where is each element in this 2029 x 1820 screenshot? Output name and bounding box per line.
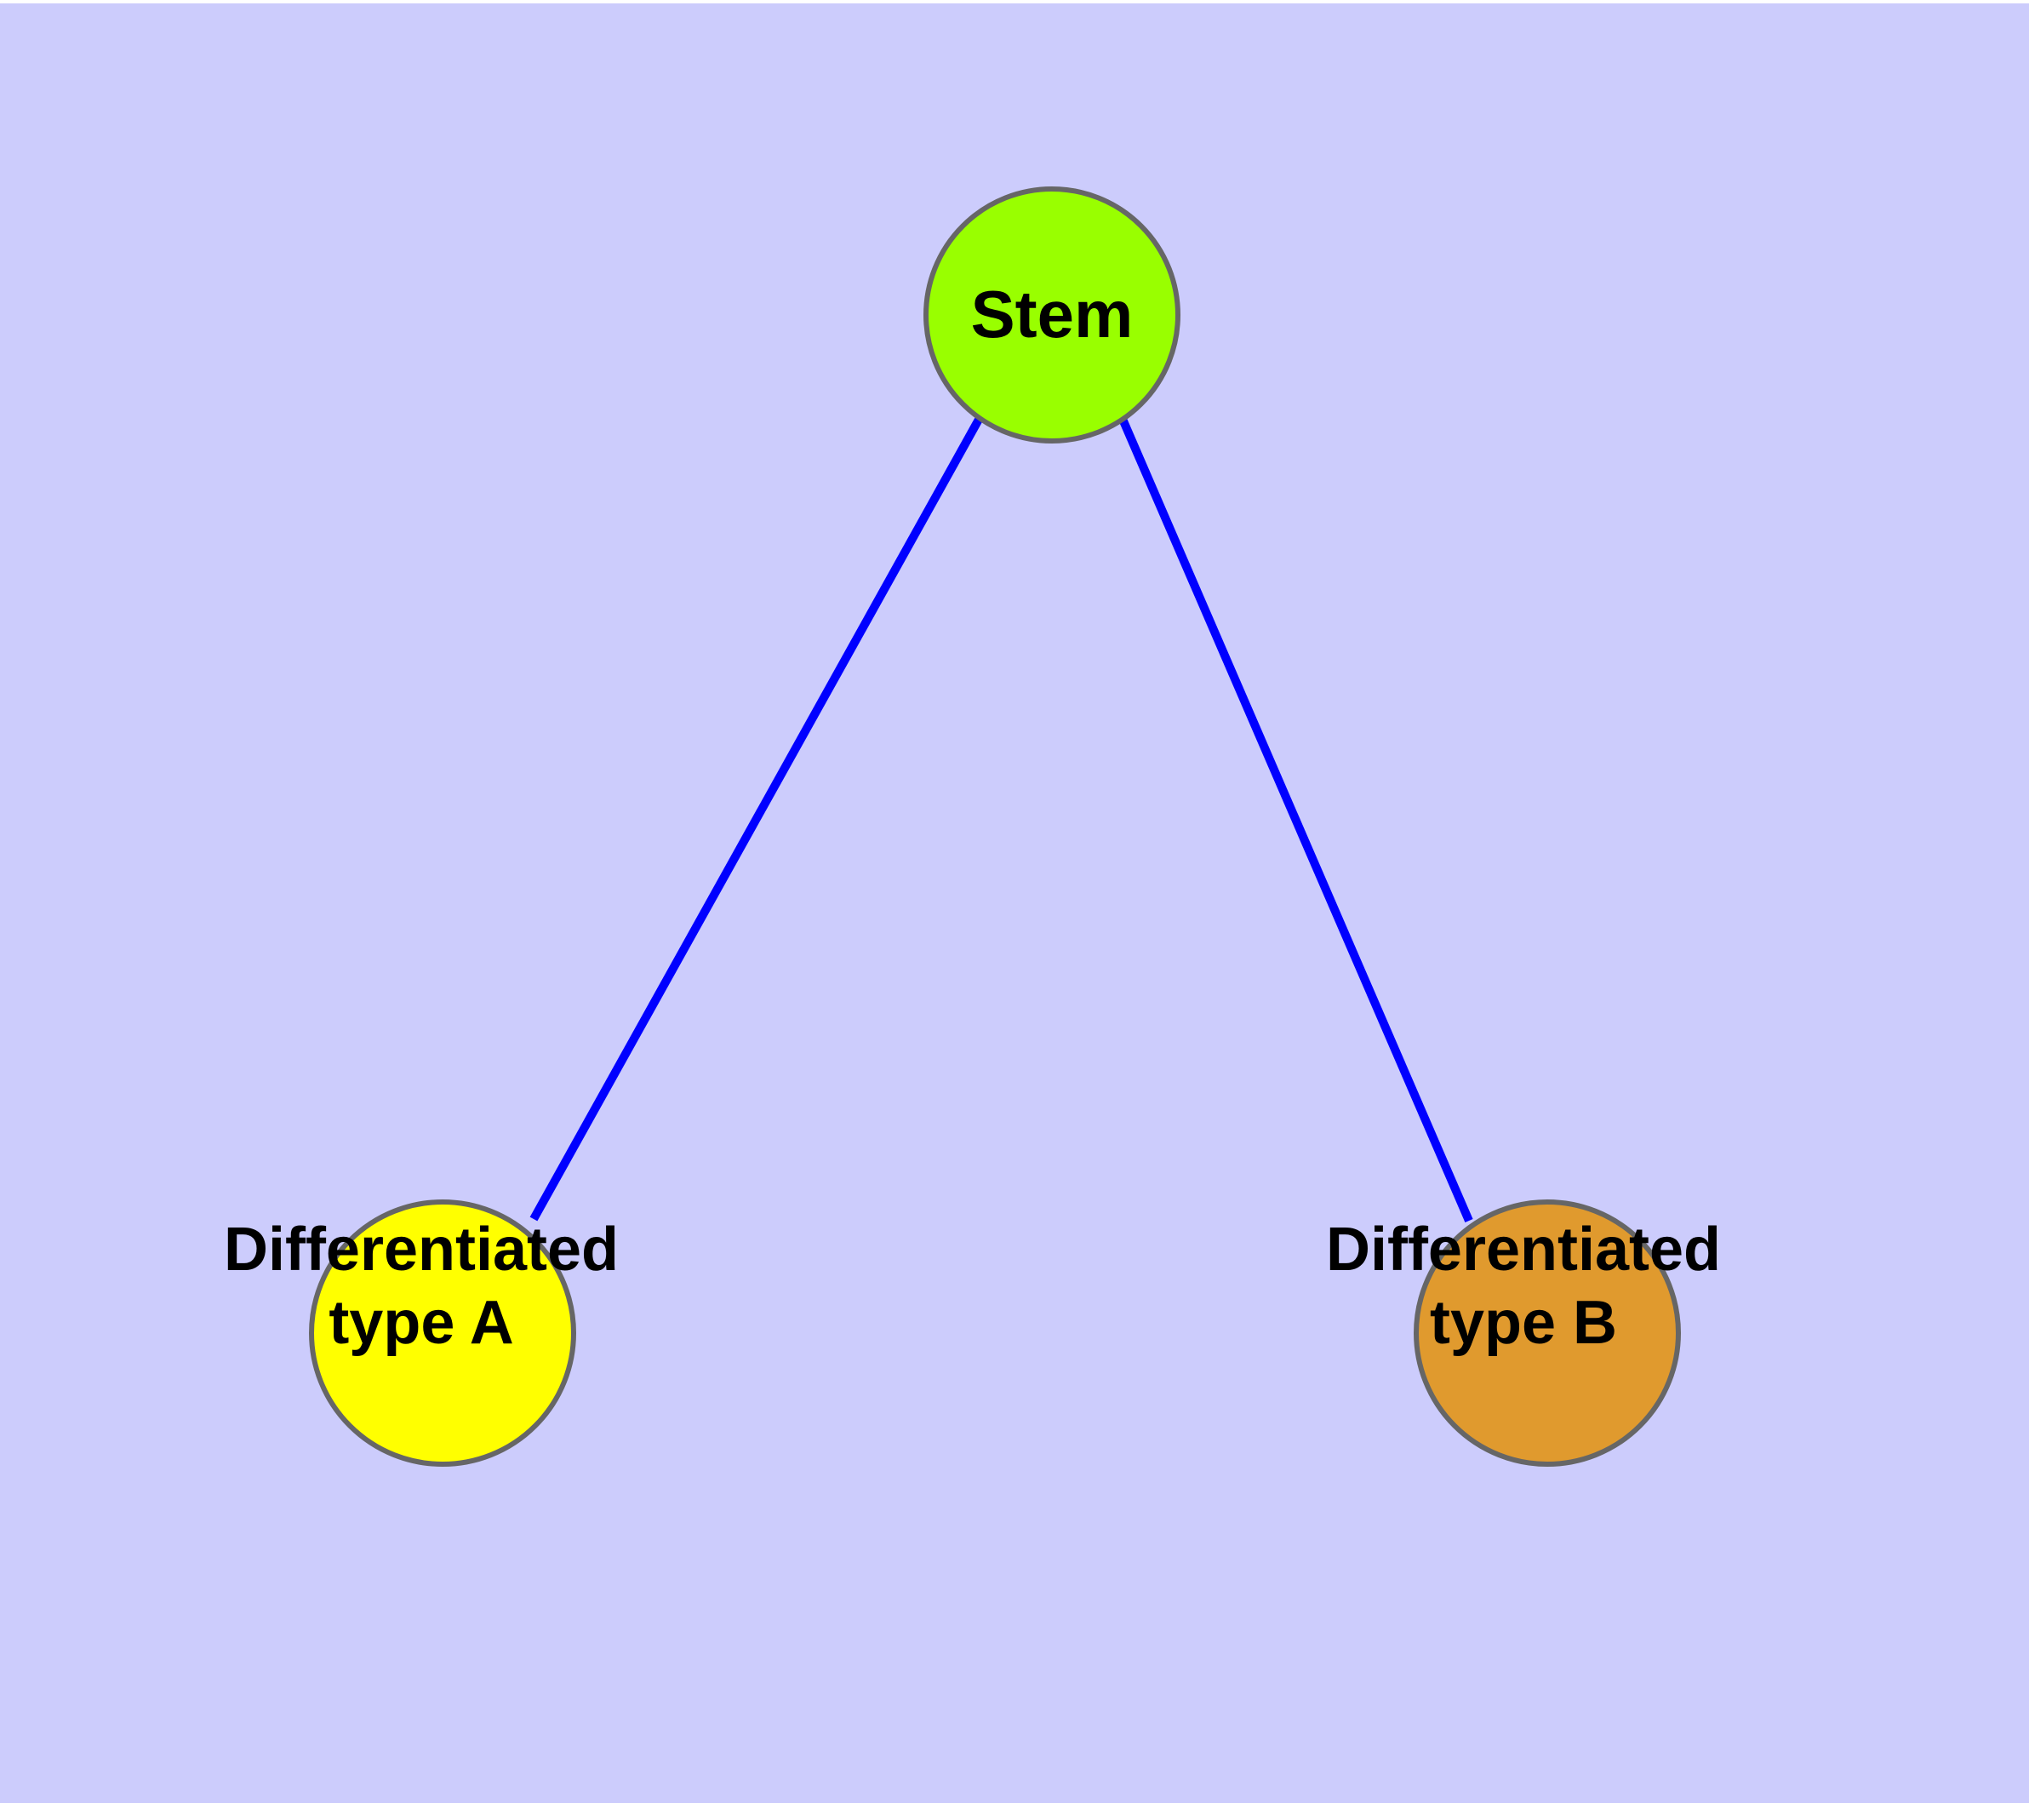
node-label-line: Differentiated xyxy=(224,1216,619,1284)
graph-edge-stem-to-diff-a xyxy=(529,415,984,1222)
node-label-stem: Stem xyxy=(971,277,1134,352)
node-label-line: type B xyxy=(1430,1289,1617,1357)
edges-layer xyxy=(529,415,1473,1222)
graph-node-diff_a[interactable] xyxy=(309,1199,576,1467)
node-label-line: type A xyxy=(329,1289,513,1357)
node-label-line: Stem xyxy=(971,277,1134,352)
graph-edge-stem-to-diff-b xyxy=(1117,415,1473,1222)
graph-node-stem[interactable] xyxy=(923,186,1180,444)
nodes-layer xyxy=(309,186,1681,1467)
graph-node-diff_b[interactable] xyxy=(1414,1199,1681,1467)
node-label-line: Differentiated xyxy=(1326,1216,1721,1284)
